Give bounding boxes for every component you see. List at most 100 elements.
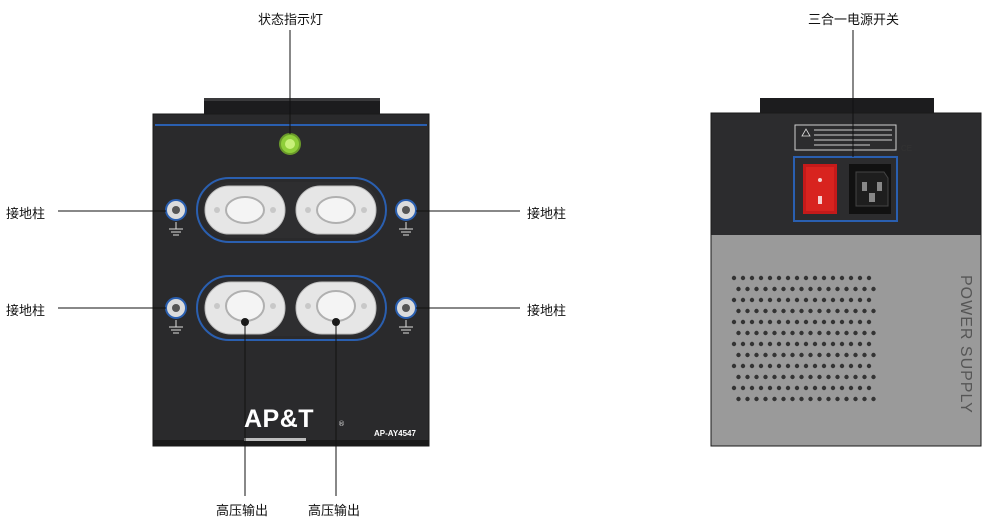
vent-hole <box>790 330 795 336</box>
ground-post-top-left <box>165 199 187 236</box>
ground-symbol-icon <box>399 222 413 236</box>
vent-hole <box>844 308 849 314</box>
vent-hole <box>839 385 845 391</box>
vent-hole <box>862 308 867 314</box>
vent-hole <box>821 341 827 347</box>
vent-hole <box>763 308 768 314</box>
vent-hole <box>790 286 795 292</box>
vent-hole <box>853 308 858 314</box>
vent-hole <box>745 374 750 380</box>
vent-hole <box>799 396 804 402</box>
vent-hole <box>772 286 777 292</box>
vent-hole <box>740 363 746 369</box>
vent-hole <box>830 319 836 325</box>
vent-hole <box>763 330 768 336</box>
vent-hole <box>758 385 764 391</box>
vent-hole <box>772 374 777 380</box>
vent-hole <box>821 385 827 391</box>
vent-hole <box>754 330 759 336</box>
vent-hole <box>763 352 768 358</box>
status-indicator-light <box>279 133 301 155</box>
vent-hole <box>862 396 867 402</box>
vent-hole <box>790 352 795 358</box>
vent-hole <box>785 319 791 325</box>
vent-hole <box>794 275 800 281</box>
vent-hole <box>794 297 800 303</box>
vent-hole <box>731 385 737 391</box>
vent-hole <box>794 385 800 391</box>
ground-post-top-right <box>395 199 417 236</box>
vent-hole <box>871 308 876 314</box>
vent-hole <box>821 275 827 281</box>
vent-hole <box>812 275 818 281</box>
vent-hole <box>835 330 840 336</box>
vent-hole <box>826 374 831 380</box>
power-supply-label: POWER SUPPLY <box>957 275 974 414</box>
vent-hole <box>848 319 854 325</box>
vent-hole <box>776 341 782 347</box>
vent-hole <box>749 363 755 369</box>
vent-hole <box>767 385 773 391</box>
connector-top-left <box>204 185 286 235</box>
vent-hole <box>857 363 863 369</box>
vent-hole <box>844 396 849 402</box>
vent-hole <box>835 352 840 358</box>
vent-hole <box>767 275 773 281</box>
vent-hole <box>830 341 836 347</box>
vent-hole <box>848 385 854 391</box>
vent-hole <box>857 341 863 347</box>
callout-ground-bottom-left: 接地柱 <box>6 304 46 319</box>
vent-hole <box>862 286 867 292</box>
vent-hole <box>799 308 804 314</box>
vent-hole <box>776 385 782 391</box>
vent-hole <box>799 352 804 358</box>
vent-hole <box>826 352 831 358</box>
vent-hole <box>826 396 831 402</box>
vent-hole <box>812 363 818 369</box>
vent-hole <box>767 363 773 369</box>
vent-hole <box>785 275 791 281</box>
vent-hole <box>781 286 786 292</box>
vent-hole <box>848 297 854 303</box>
vent-hole <box>839 297 845 303</box>
vent-hole <box>776 275 782 281</box>
vent-hole <box>808 396 813 402</box>
vent-hole <box>790 308 795 314</box>
vent-hole <box>794 363 800 369</box>
vent-hole <box>731 275 737 281</box>
vent-hole <box>812 341 818 347</box>
vent-hole <box>785 363 791 369</box>
callout-hv-output-1: 高压输出 <box>216 504 269 519</box>
vent-hole <box>835 396 840 402</box>
vent-hole <box>749 385 755 391</box>
vent-hole <box>853 374 858 380</box>
vent-hole <box>808 286 813 292</box>
front-unit <box>152 98 430 447</box>
callout-ground-bottom-right: 接地柱 <box>527 304 567 319</box>
vent-hole <box>767 297 773 303</box>
vent-hole <box>835 286 840 292</box>
vent-hole <box>781 352 786 358</box>
vent-hole <box>772 396 777 402</box>
vent-hole <box>812 385 818 391</box>
vent-hole <box>812 297 818 303</box>
connector-top-right <box>295 185 377 235</box>
vent-hole <box>763 396 768 402</box>
vent-hole <box>817 286 822 292</box>
vent-hole <box>844 374 849 380</box>
vent-hole <box>785 297 791 303</box>
warning-triangle-icon <box>801 128 811 137</box>
vent-hole <box>853 352 858 358</box>
vent-hole <box>835 308 840 314</box>
vent-hole <box>745 308 750 314</box>
vent-hole <box>839 319 845 325</box>
hv-output-connector-2 <box>295 281 377 335</box>
callout-hv-output-2: 高压输出 <box>308 504 361 519</box>
vent-hole <box>803 319 809 325</box>
vent-hole <box>866 341 872 347</box>
vent-hole <box>866 385 872 391</box>
front-top-handle <box>204 98 380 116</box>
vent-hole <box>745 330 750 336</box>
vent-hole <box>862 330 867 336</box>
